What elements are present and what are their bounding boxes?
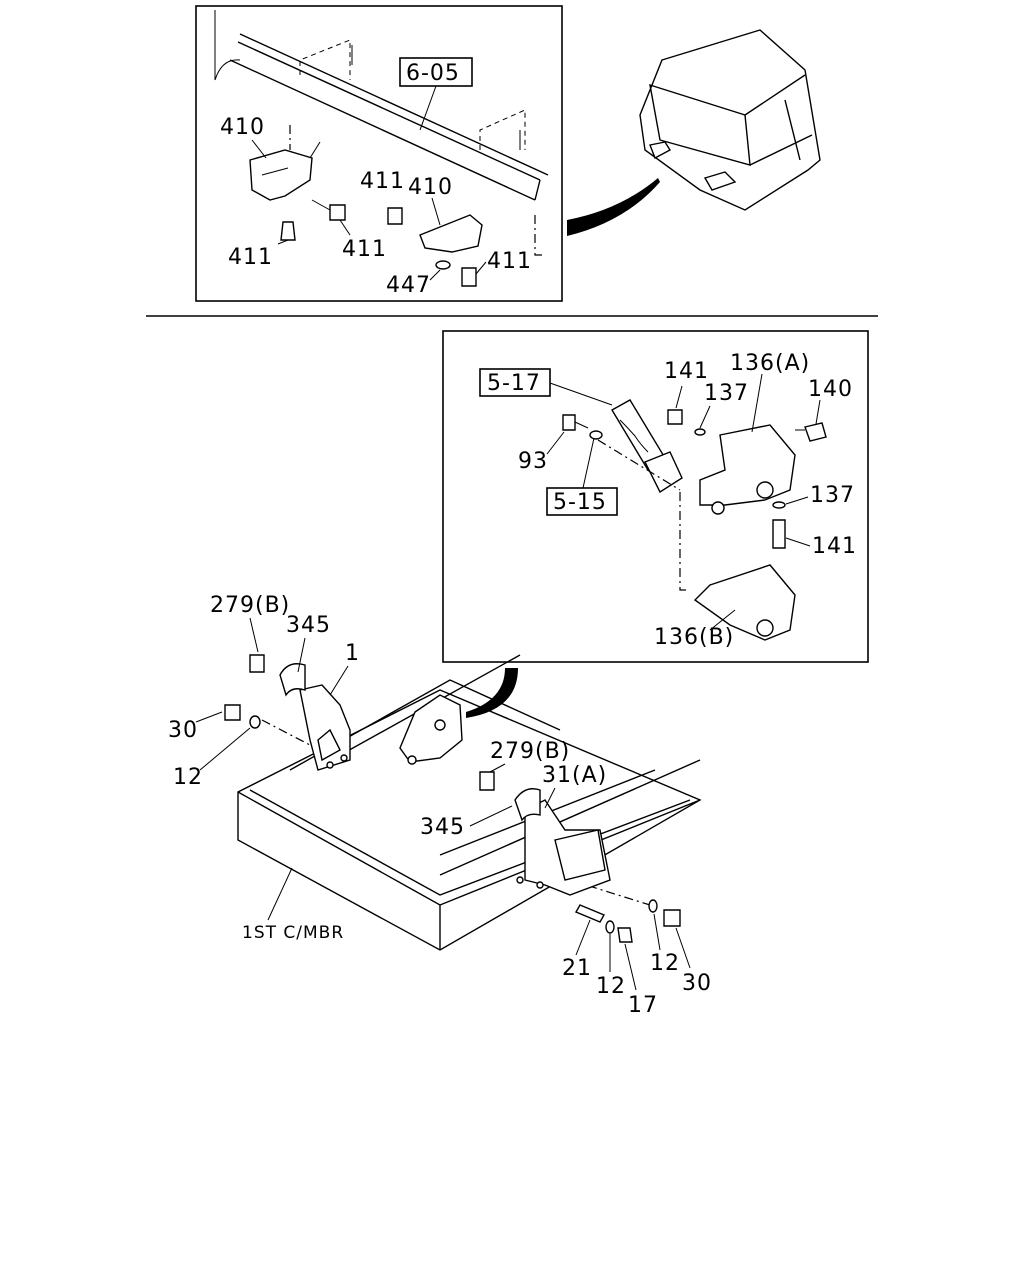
washer-137-top xyxy=(694,428,706,436)
bracket-right xyxy=(419,214,483,253)
washer-12-lower xyxy=(605,920,615,934)
engine-foot xyxy=(644,451,683,494)
bolt-30-right xyxy=(663,909,681,927)
label-17: 17 xyxy=(628,993,658,1018)
label-21: 21 xyxy=(562,956,592,981)
label-12-right: 12 xyxy=(650,951,680,976)
bolt-411-b xyxy=(329,204,346,221)
label-410-right: 410 xyxy=(408,175,453,200)
bracket-left xyxy=(249,149,313,201)
label-141-top: 141 xyxy=(664,359,709,384)
label-411-right: 411 xyxy=(487,249,532,274)
label-141-right: 141 xyxy=(812,534,857,559)
pad-345-left xyxy=(279,663,306,697)
reference-arrow-mount xyxy=(466,668,518,718)
label-137-right: 137 xyxy=(810,483,855,508)
label-411-upper: 411 xyxy=(360,169,405,194)
washer-12-left xyxy=(249,715,261,729)
callout-box-5-15 xyxy=(546,487,618,516)
label-410-left: 410 xyxy=(220,115,265,140)
washer-447 xyxy=(435,260,451,270)
nut-140 xyxy=(804,422,827,442)
label-93: 93 xyxy=(518,449,548,474)
callout-5-17: 5-17 xyxy=(487,371,541,396)
label-12-left: 12 xyxy=(173,765,203,790)
label-30-left: 30 xyxy=(168,718,198,743)
label-279B-left: 279(B) xyxy=(210,593,290,618)
label-136A: 136(A) xyxy=(730,351,810,376)
bolt-279B-left xyxy=(249,654,265,673)
middle-inset-frame xyxy=(442,330,869,663)
top-inset-frame xyxy=(195,5,563,302)
label-1: 1 xyxy=(345,641,360,666)
bolt-411-d xyxy=(461,267,477,287)
cab-illustration xyxy=(639,29,821,211)
label-279B-right: 279(B) xyxy=(490,739,570,764)
callout-6-05: 6-05 xyxy=(406,61,460,86)
nut-17 xyxy=(617,927,633,943)
bolt-30-left xyxy=(224,704,241,721)
label-345-right: 345 xyxy=(420,815,465,840)
bolt-411-a xyxy=(280,221,296,241)
pad-345-right xyxy=(514,788,541,822)
bolt-21 xyxy=(574,904,606,923)
label-12-lower: 12 xyxy=(596,974,626,999)
label-136B: 136(B) xyxy=(654,625,734,650)
label-447: 447 xyxy=(386,273,431,298)
washer-137-right xyxy=(772,501,786,509)
reference-arrow-cab xyxy=(567,178,660,236)
callout-box-5-17 xyxy=(479,368,551,397)
callout-5-15: 5-15 xyxy=(553,490,607,515)
bolt-279B-right xyxy=(479,771,495,791)
main-frame-assembly: 279(B) 345 1 30 12 279(B) 31(A) 345 21 1… xyxy=(168,593,712,1018)
label-137-top: 137 xyxy=(704,381,749,406)
label-30-right: 30 xyxy=(682,971,712,996)
washer-93 xyxy=(589,430,603,440)
bolt-141-right xyxy=(772,519,786,549)
label-140: 140 xyxy=(808,377,853,402)
label-31A: 31(A) xyxy=(542,763,607,788)
top-inset-panel: 6-05 410 411 411 411 410 411 447 xyxy=(195,5,563,302)
mount-136A xyxy=(699,424,796,506)
bolt-93 xyxy=(562,414,576,431)
label-411-lower-left: 411 xyxy=(228,245,273,270)
washer-12-right xyxy=(648,899,658,913)
bolt-141-top xyxy=(667,409,683,425)
label-1st-crossmember: 1ST C/MBR xyxy=(242,923,344,943)
label-345-left: 345 xyxy=(286,613,331,638)
middle-inset-panel: 5-17 5-15 141 136(A) 137 140 xyxy=(442,330,869,663)
label-411-center: 411 xyxy=(342,237,387,262)
bolt-411-c xyxy=(387,207,403,225)
